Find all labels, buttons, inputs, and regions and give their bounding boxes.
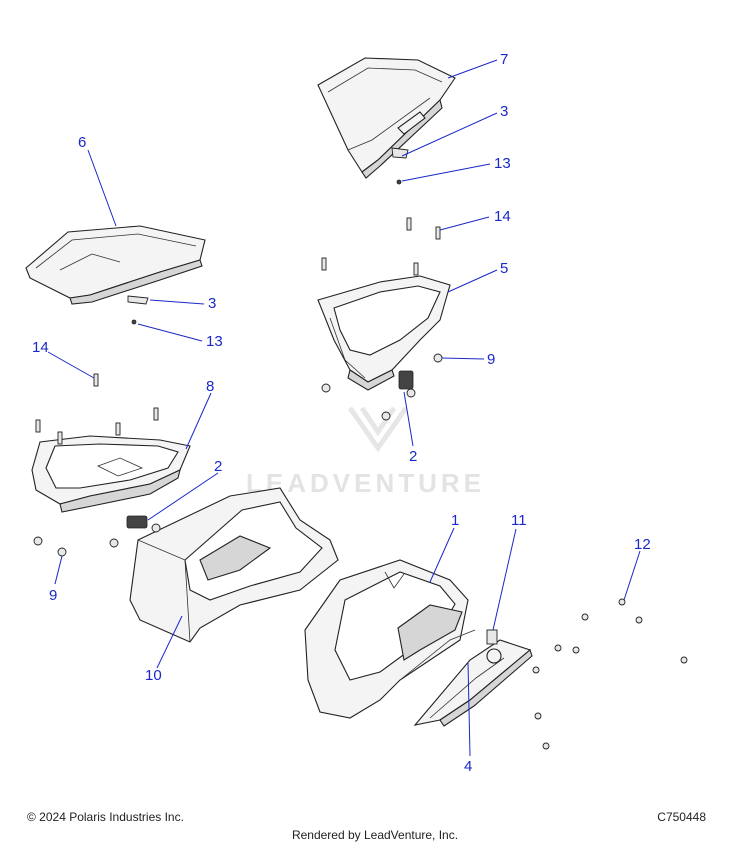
part-7-lid [317,57,456,179]
part-10-liner [129,487,339,643]
latch-2-lower [126,515,148,529]
bracket-3-upper [391,147,409,159]
bracket-3-lower [127,295,149,305]
part-6-lid [25,225,206,305]
rendered-by-text: Rendered by LeadVenture, Inc. [291,828,459,842]
hardware-fasteners [33,179,688,750]
callout-11: 11 [511,512,527,529]
watermark-text: LEADVENTURE [246,468,485,498]
callout-2: 2 [409,448,417,465]
leader-lines [47,59,641,757]
callout-13: 13 [494,155,511,172]
callout-5: 5 [500,260,508,277]
drawing-code: C750448 [657,810,706,824]
callout-3: 3 [500,103,508,120]
callout-6: 6 [78,134,86,151]
latch-2-upper [398,370,414,390]
callout-12: 12 [634,536,651,553]
bracket-11 [486,629,498,645]
part-4-door [413,639,533,727]
part-5-bin [317,275,451,391]
callout-2: 2 [214,458,222,475]
callout-3: 3 [208,295,216,312]
callout-4: 4 [464,758,472,775]
callout-8: 8 [206,378,214,395]
watermark: LEADVENTURE [246,406,485,498]
copyright-text: © 2024 Polaris Industries Inc. [27,810,184,824]
callout-labels: 7 3 13 14 5 9 2 6 3 13 14 8 2 9 10 1 11 … [32,51,651,775]
callout-9: 9 [487,351,495,368]
part-8-bin [31,435,191,513]
callout-1: 1 [451,512,459,529]
callout-14: 14 [32,339,49,356]
callout-13: 13 [206,333,223,350]
callout-10: 10 [145,667,162,684]
callout-14: 14 [494,208,511,225]
part-1-liner [304,559,476,719]
callout-7: 7 [500,51,508,68]
callout-9: 9 [49,587,57,604]
